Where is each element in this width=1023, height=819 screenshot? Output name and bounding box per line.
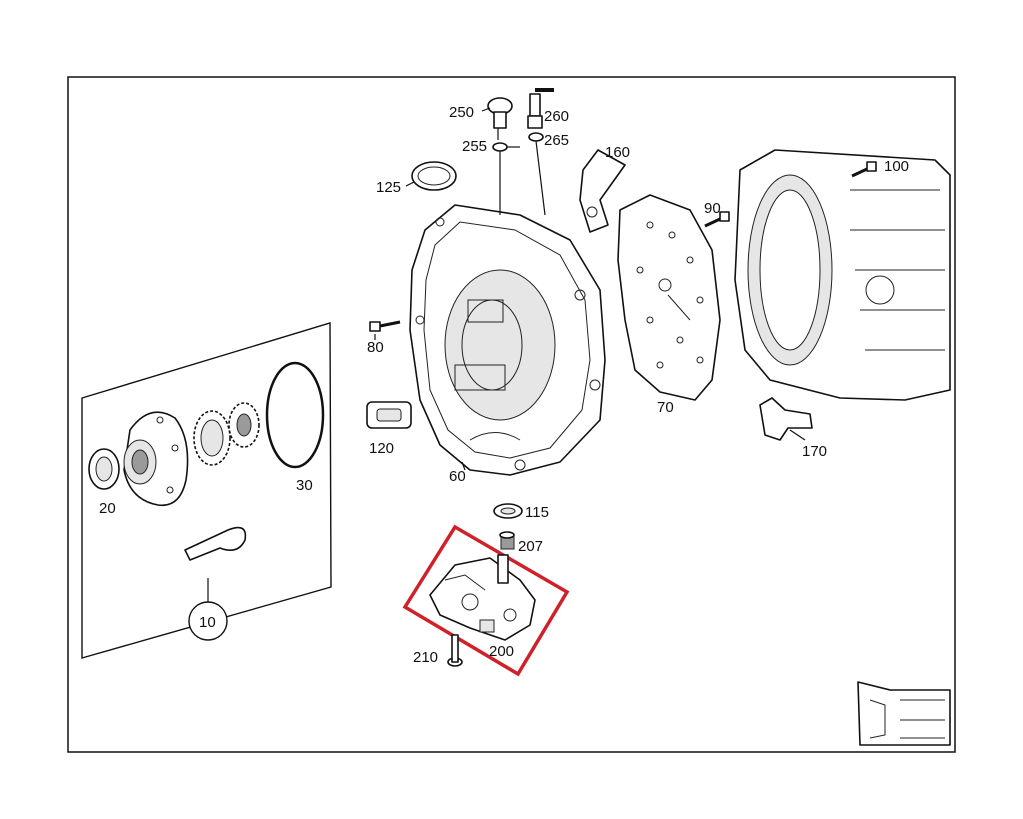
callout-100: 100 (884, 158, 909, 175)
part-200[interactable] (429, 554, 536, 641)
gear-ring[interactable] (193, 410, 231, 466)
callout-30: 30 (296, 477, 313, 494)
o-ring-265[interactable] (528, 132, 544, 142)
callout-115: 115 (525, 504, 549, 521)
intermediate-plate-70[interactable] (617, 194, 721, 401)
callout-60: 60 (449, 468, 466, 485)
inner-gear[interactable] (228, 402, 260, 448)
callout-90: 90 (704, 200, 721, 217)
callout-170: 170 (802, 443, 827, 460)
sensor-260[interactable] (527, 88, 554, 129)
bolt-100[interactable] (851, 161, 877, 178)
callout-260: 260 (544, 108, 569, 125)
callout-255: 255 (462, 138, 487, 155)
o-ring-30[interactable] (265, 361, 325, 469)
transmission-case[interactable] (734, 149, 951, 401)
callout-160: 160 (605, 144, 630, 161)
cable-tie[interactable] (184, 526, 247, 561)
callout-265: 265 (544, 132, 569, 149)
highlight-frame-200 (402, 524, 570, 677)
seal-115[interactable] (493, 503, 523, 519)
callout-210: 210 (413, 649, 438, 666)
cover-125[interactable] (411, 161, 457, 191)
seal-207[interactable] (499, 531, 515, 550)
kit-10-circle (188, 601, 228, 641)
callout-125: 125 (376, 179, 401, 196)
transmission-housing-60[interactable] (409, 204, 606, 476)
callout-20: 20 (99, 500, 116, 517)
o-ring-255[interactable] (492, 142, 508, 152)
bracket-170[interactable] (759, 397, 813, 441)
gasket-120[interactable] (366, 401, 412, 429)
bracket-160[interactable] (579, 149, 626, 233)
reference-thumbnail (857, 681, 951, 746)
callout-207: 207 (518, 538, 543, 555)
bolt-80[interactable] (369, 320, 401, 332)
diagram-frame (67, 76, 956, 753)
callout-120: 120 (369, 440, 394, 457)
seal-20[interactable] (88, 448, 120, 490)
callout-200: 200 (489, 643, 514, 660)
plug-250[interactable] (487, 97, 513, 140)
kit-box (81, 322, 332, 659)
bolt-210[interactable] (447, 634, 463, 667)
kit-10-group (81, 322, 332, 659)
callout-10: 10 (199, 614, 216, 631)
callout-250: 250 (449, 104, 474, 121)
callout-70: 70 (657, 399, 674, 416)
callout-80: 80 (367, 339, 384, 356)
bolt-90[interactable] (704, 211, 730, 228)
pump-housing[interactable] (123, 411, 189, 507)
